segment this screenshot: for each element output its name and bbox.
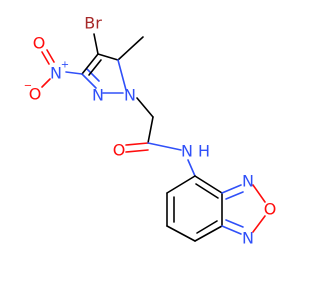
bond-c5-methyl: [117, 36, 144, 61]
bond-n2-c3-double: [86, 68, 100, 82]
bond-nitro-o-upper-double: [46, 49, 55, 63]
bond-ar-1-2: [194, 175, 223, 194]
charge-nitro-oxygen: −: [24, 81, 32, 92]
bond-nitro-o-upper: [41, 51, 50, 65]
atom-pyrazole-n1: N: [124, 86, 136, 105]
bond-ar-6-1: [166, 175, 196, 194]
bond-n-o-upper: [252, 184, 266, 203]
bond-layer: [41, 33, 266, 242]
atom-nitro-nitrogen: N: [50, 64, 62, 83]
bond-n1-ch2: [136, 97, 154, 118]
bond-carbonyl-o-double: [125, 149, 149, 153]
atom-nitro-oxygen-double: O: [33, 34, 46, 53]
bond-nitro-o-lower: [41, 78, 51, 88]
atom-ring-nitrogen-upper: N: [242, 172, 254, 191]
atom-nitro-oxygen-negative: O: [29, 85, 42, 104]
bond-ar-3-4: [194, 225, 223, 242]
bond-n-aryl: [187, 159, 196, 177]
bond-c5-n1: [117, 59, 127, 91]
bond-ch2-carbonyl: [147, 116, 154, 144]
atom-pyrazole-n2: N: [92, 86, 104, 105]
atom-bromine: Br: [84, 14, 102, 33]
bond-ar-1-2-double: [195, 183, 219, 199]
bond-carbonyl-o: [125, 142, 149, 146]
atom-amide-hydrogen: H: [198, 142, 210, 161]
molecule-structure: Br N + O O − N N O N H N O N: [24, 14, 276, 248]
bond-c-n-upper: [221, 184, 242, 194]
bond-o-n-lower: [252, 215, 266, 233]
bond-ar-3-4-double: [196, 220, 218, 234]
bond-carbonyl-n: [147, 142, 182, 151]
bond-n2-c3: [81, 73, 97, 89]
atom-carbonyl-oxygen: O: [113, 141, 126, 160]
charge-nitro-nitrogen: +: [61, 60, 69, 71]
bond-c3-nitro: [65, 71, 83, 75]
bond-c3-c4-double: [88, 59, 102, 76]
bond-c4-c5: [97, 53, 119, 61]
atom-amide-nitrogen: N: [181, 142, 193, 161]
bond-c-n-lower-double: [225, 219, 244, 228]
bond-c-n-lower: [221, 225, 242, 235]
bond-c3-c4: [81, 53, 99, 75]
atom-ring-nitrogen-lower: N: [242, 229, 254, 248]
bond-c-n-upper-double: [225, 191, 244, 200]
atom-ring-oxygen: O: [264, 200, 277, 219]
atom-layer: Br N + O O − N N O N H N O N: [24, 14, 276, 248]
bond-ar-4-5: [166, 225, 196, 242]
bond-c4-br: [93, 33, 99, 55]
